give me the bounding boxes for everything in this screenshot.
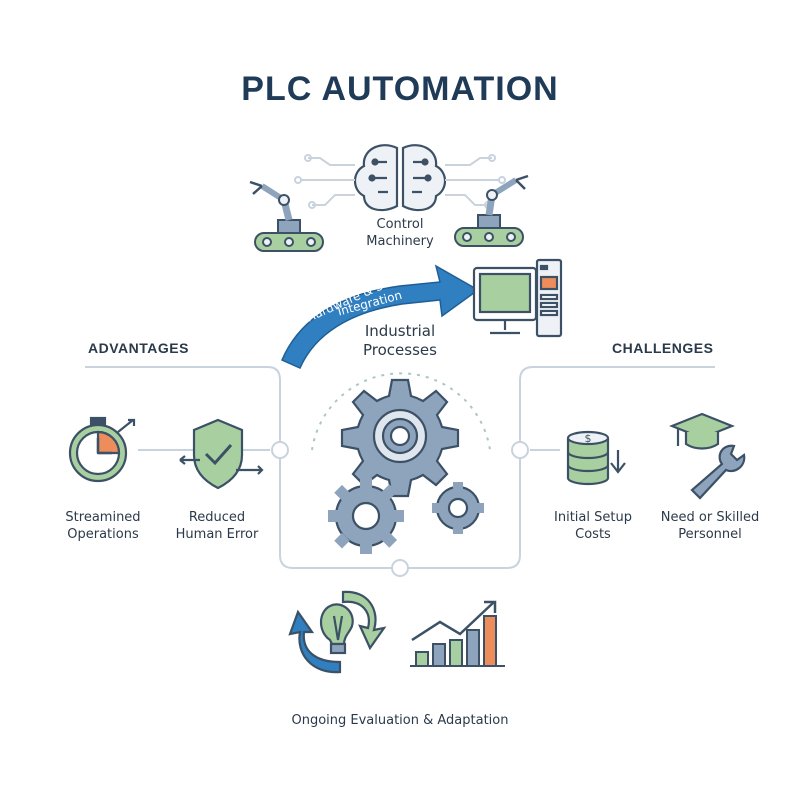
brain-icon xyxy=(353,144,447,212)
lightbulb-icon xyxy=(319,603,354,655)
small-gear-left-icon xyxy=(328,478,404,554)
circuit-traces xyxy=(294,154,506,209)
robot-arm-left-icon xyxy=(249,180,324,252)
challenges-heading: CHALLENGES xyxy=(612,340,714,356)
process-dotted-arc xyxy=(311,372,491,451)
stopwatch-icon xyxy=(68,416,136,483)
industrial-processes-label: Industrial Processes xyxy=(363,322,437,359)
ongoing-evaluation-label: Ongoing Evaluation & Adaptation xyxy=(291,713,509,728)
small-gear-right-icon xyxy=(432,482,484,534)
initial-setup-costs-label: Initial Setup Costs xyxy=(554,510,632,542)
large-gear-icon xyxy=(340,378,460,498)
computer-monitor-icon xyxy=(472,258,563,338)
shield-check-icon xyxy=(179,418,264,490)
page-title: PLC AUTOMATION xyxy=(241,70,559,108)
svg-text:$: $ xyxy=(585,432,592,445)
graduation-cap-wrench-icon xyxy=(669,412,746,500)
reduced-human-error-label: Reduced Human Error xyxy=(175,510,259,542)
advantages-heading: ADVANTAGES xyxy=(88,340,189,356)
adaptation-cycle-icon xyxy=(288,590,387,674)
robot-arm-right-icon xyxy=(454,174,529,247)
streamlined-operations-label: Streamined Operations xyxy=(65,510,141,542)
coin-stack-icon: $ xyxy=(566,430,626,486)
control-machinery-label: Control Machinery xyxy=(366,217,434,249)
skilled-personnel-label: Need or Skilled Personnel xyxy=(660,510,760,542)
connector-nodes xyxy=(271,441,529,577)
growth-chart-icon xyxy=(410,600,505,667)
